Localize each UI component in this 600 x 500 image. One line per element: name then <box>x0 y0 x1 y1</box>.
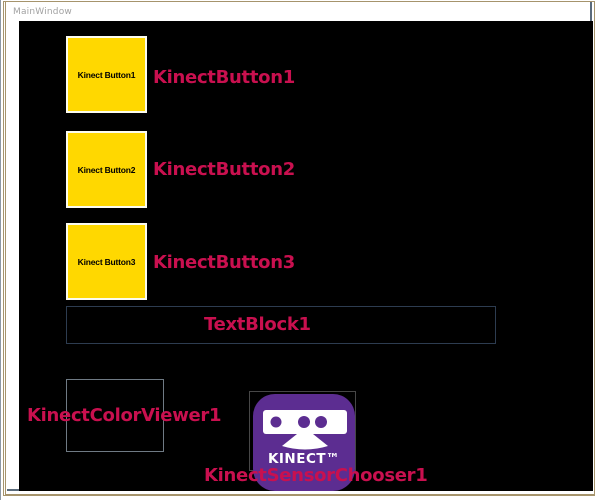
kinect-button-1[interactable]: Kinect Button1 <box>66 36 147 113</box>
kinect-icon-wordmark: KINECT™ <box>267 451 341 467</box>
textblock-label: TextBlock1 <box>204 314 311 335</box>
kinect-sensor-chooser-label: KinectSensorChooser1 <box>204 465 428 486</box>
kinect-sensor-icon[interactable]: KINECT™ <box>253 394 355 491</box>
screenshot-left-edge-line <box>0 0 1 500</box>
kinect-color-viewer <box>66 379 164 452</box>
kinect-sensor-icon-graphic <box>253 394 355 491</box>
kinect-color-viewer-label: KinectColorViewer1 <box>27 405 222 426</box>
screenshot-frame-line-bottom <box>5 494 595 495</box>
kinect-button-1-label: KinectButton1 <box>153 67 295 88</box>
screenshot-outer-frame <box>3 1 595 496</box>
kinect-button-3-label: KinectButton3 <box>153 252 295 273</box>
window-client-area: Kinect Button1 KinectButton1 Kinect Butt… <box>19 21 593 491</box>
screenshot-frame-line-left <box>5 2 6 495</box>
kinect-button-2-label: KinectButton2 <box>153 159 295 180</box>
textblock-border <box>66 306 496 344</box>
window-title: MainWindow <box>13 7 72 17</box>
kinect-button-3[interactable]: Kinect Button3 <box>66 223 147 300</box>
kinect-button-2[interactable]: Kinect Button2 <box>66 131 147 208</box>
main-window: MainWindow Kinect Button1 KinectButton1 … <box>7 2 593 491</box>
